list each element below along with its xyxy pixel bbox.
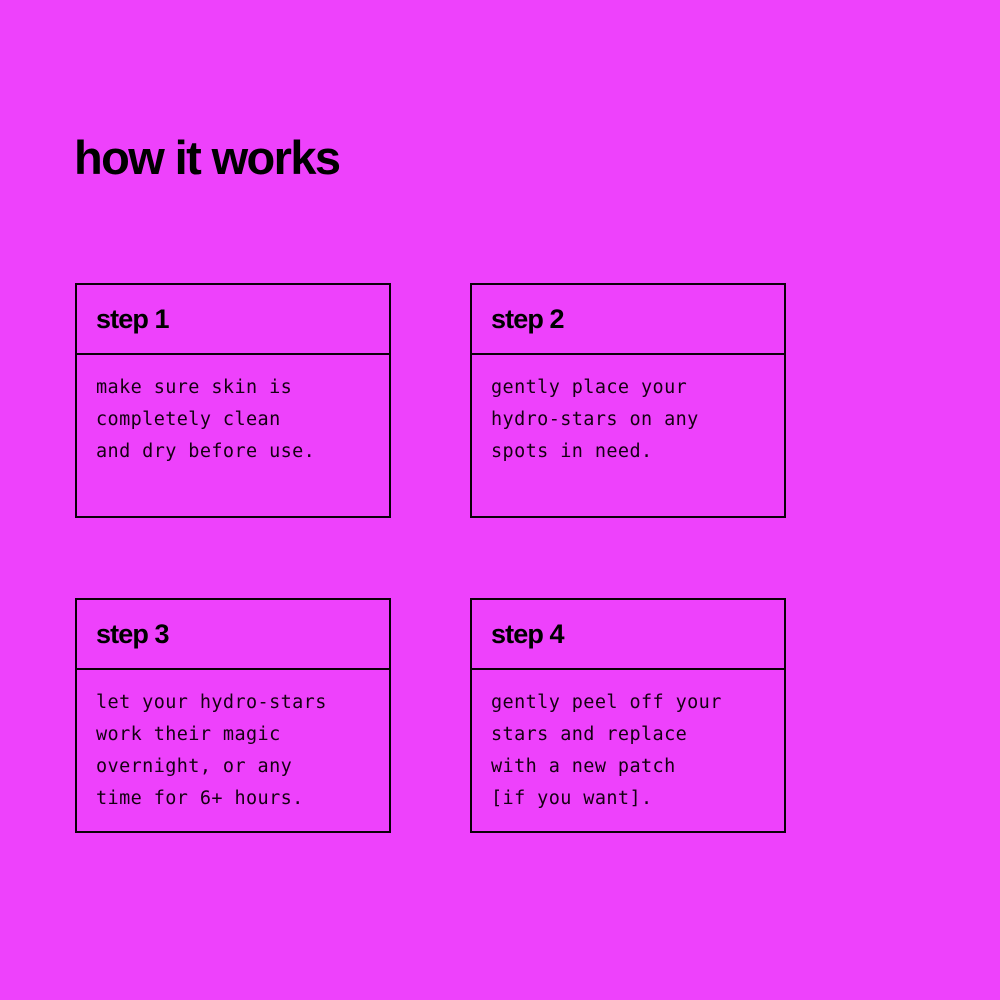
step-card-text-1: make sure skin is completely clean and d… — [96, 377, 316, 462]
step-card-title-3: step 3 — [96, 619, 170, 649]
step-card-body-3: let your hydro-stars work their magic ov… — [77, 670, 389, 831]
step-card-1: step 1 make sure skin is completely clea… — [75, 283, 391, 518]
step-card-2: step 2 gently place your hydro-stars on … — [470, 283, 786, 518]
step-card-4: step 4 gently peel off your stars and re… — [470, 598, 786, 833]
step-card-text-3: let your hydro-stars work their magic ov… — [96, 692, 327, 809]
step-card-3: step 3 let your hydro-stars work their m… — [75, 598, 391, 833]
step-card-header-3: step 3 — [77, 600, 389, 670]
page-title: how it works — [74, 131, 341, 185]
step-card-body-1: make sure skin is completely clean and d… — [77, 355, 389, 516]
step-card-title-2: step 2 — [491, 304, 565, 334]
step-card-text-2: gently place your hydro-stars on any spo… — [491, 377, 699, 462]
step-card-title-1: step 1 — [96, 304, 170, 334]
step-card-title-4: step 4 — [491, 619, 565, 649]
step-card-header-1: step 1 — [77, 285, 389, 355]
step-card-header-2: step 2 — [472, 285, 784, 355]
step-card-body-2: gently place your hydro-stars on any spo… — [472, 355, 784, 516]
steps-grid: step 1 make sure skin is completely clea… — [75, 283, 787, 833]
step-card-text-4: gently peel off your stars and replace w… — [491, 692, 722, 809]
step-card-header-4: step 4 — [472, 600, 784, 670]
step-card-body-4: gently peel off your stars and replace w… — [472, 670, 784, 831]
